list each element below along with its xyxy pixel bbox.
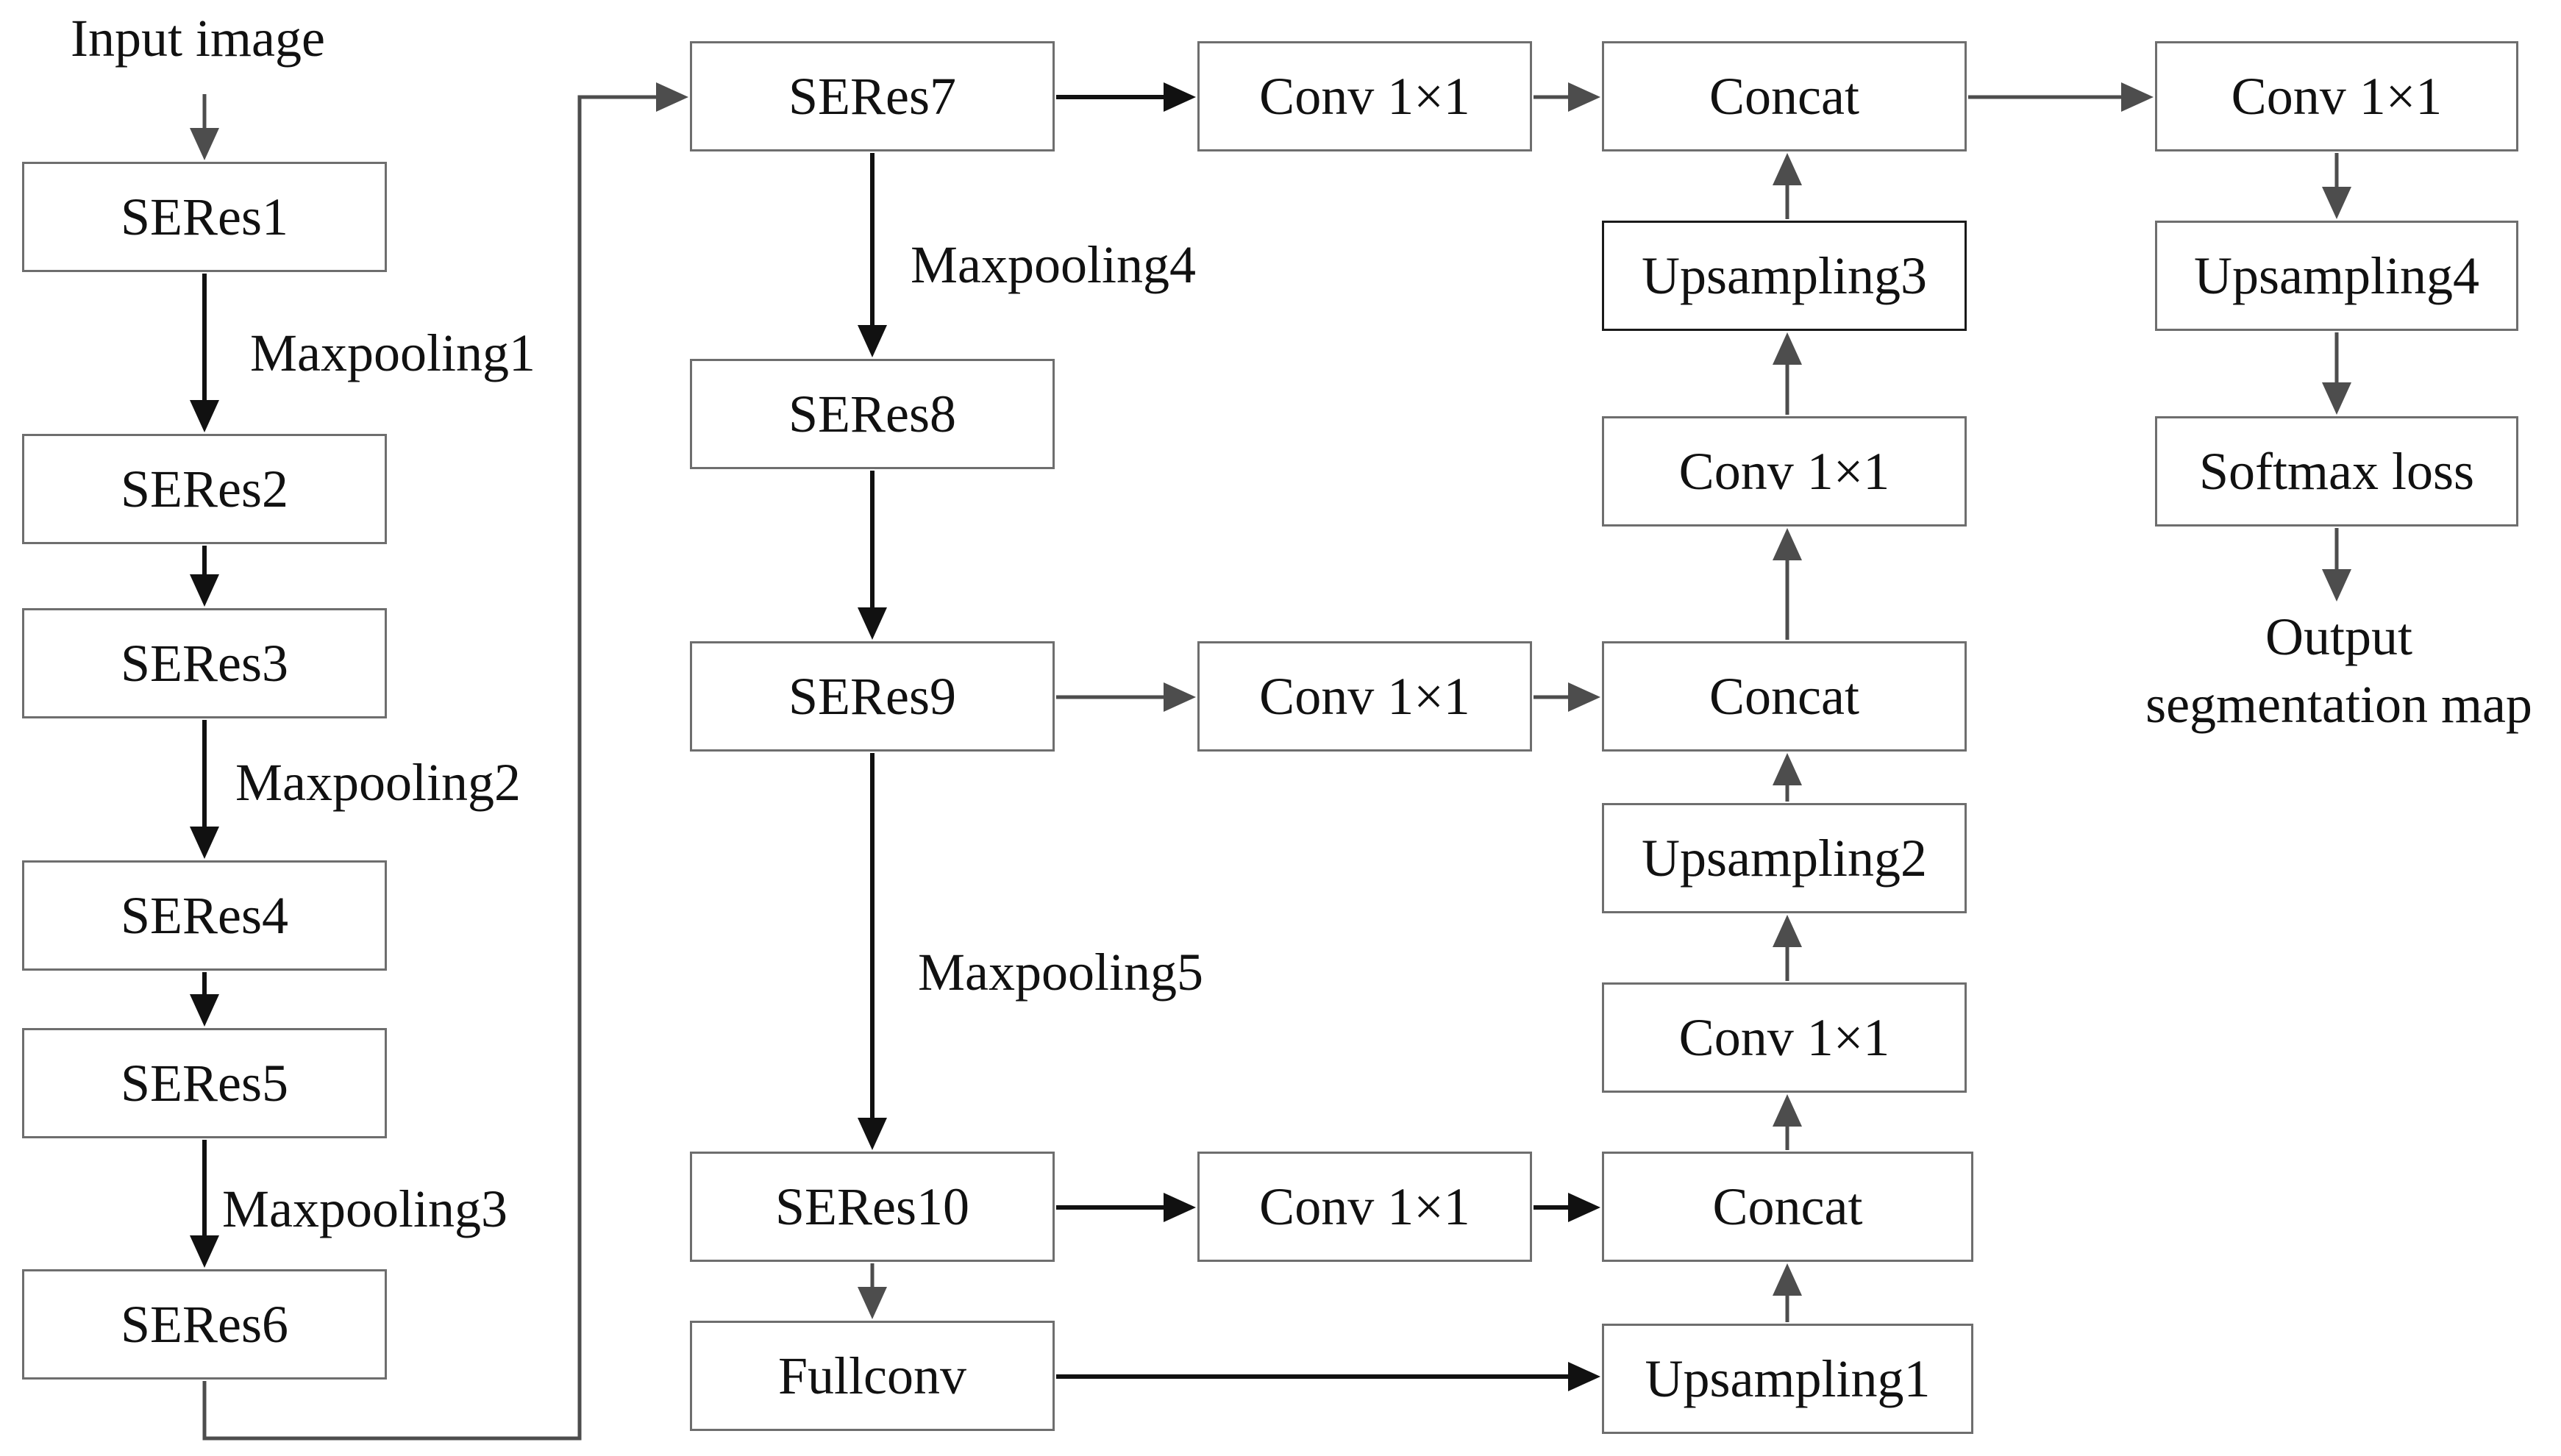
arrow-softmax-to-output	[2322, 528, 2351, 602]
seres10-block: SERes10	[690, 1152, 1055, 1262]
arrow-concat3-to-conv-up2	[1773, 1094, 1802, 1150]
seres8-block: SERes8	[690, 359, 1055, 469]
upsampling1-block: Upsampling1	[1602, 1324, 1973, 1434]
conv-1x1-block-a: Conv 1×1	[1197, 41, 1532, 151]
arrow-upsampling3-to-concat1	[1773, 153, 1802, 219]
output-label-line-2: segmentation map	[2145, 675, 2532, 734]
arrow-fullconv-to-upsampling1	[1056, 1362, 1600, 1391]
seres9-block: SERes9	[690, 641, 1055, 752]
conv-1x1-block-c: Conv 1×1	[1197, 1152, 1532, 1262]
arrow-seres10-to-fullconv	[858, 1263, 887, 1319]
concat-block-1: Concat	[1602, 41, 1967, 151]
softmax-loss-block: Softmax loss	[2155, 416, 2518, 527]
arrow-concat2-to-conv-up3	[1773, 528, 1802, 640]
upsampling4-block: Upsampling4	[2155, 221, 2518, 331]
conv-1x1-block-b: Conv 1×1	[1197, 641, 1532, 752]
arrow-seres7-to-seres8	[858, 153, 887, 357]
concat-block-3: Concat	[1602, 1152, 1973, 1262]
upsampling3-block: Upsampling3	[1602, 221, 1967, 331]
arrow-conv-b-to-concat2	[1534, 682, 1600, 712]
maxpooling1-label: Maxpooling1	[250, 324, 535, 382]
arrow-seres4-to-seres5	[190, 972, 219, 1027]
arrow-conv-c-to-concat3	[1534, 1193, 1600, 1222]
arrow-concat1-to-conv-final	[1968, 82, 2154, 112]
maxpooling5-label: Maxpooling5	[918, 943, 1203, 1002]
input-image-label: Input image	[71, 9, 325, 68]
seres1-block: SERes1	[22, 162, 387, 272]
arrow-seres1-to-seres2	[190, 274, 219, 432]
arrow-upsampling1-to-concat3	[1773, 1263, 1802, 1322]
arrow-conv-final-to-upsampling4	[2322, 153, 2351, 219]
arrow-seres9-to-conv-b	[1056, 682, 1196, 712]
output-label-line-1: Output	[2265, 607, 2412, 666]
arrow-seres3-to-seres4	[190, 720, 219, 859]
arrow-conv-up3-to-upsampling3	[1773, 332, 1802, 415]
arrow-upsampling2-to-concat2	[1773, 753, 1802, 802]
seres2-block: SERes2	[22, 434, 387, 544]
output-segmentation-map-label: Output segmentation map	[2145, 603, 2532, 738]
conv-1x1-block-up2: Conv 1×1	[1602, 982, 1967, 1093]
arrow-conv-up2-to-upsampling2	[1773, 915, 1802, 981]
fullconv-block: Fullconv	[690, 1321, 1055, 1431]
seres4-block: SERes4	[22, 860, 387, 971]
arrow-seres6-to-seres7	[202, 82, 688, 1441]
maxpooling4-label: Maxpooling4	[911, 235, 1196, 294]
seres6-block: SERes6	[22, 1269, 387, 1380]
arrow-seres5-to-seres6	[190, 1140, 219, 1268]
arrow-seres7-to-conv-a	[1056, 82, 1196, 112]
arrow-conv-a-to-concat1	[1534, 82, 1600, 112]
arrow-upsampling4-to-softmax	[2322, 332, 2351, 415]
arrow-seres9-to-seres10	[858, 753, 887, 1150]
maxpooling3-label: Maxpooling3	[222, 1180, 507, 1238]
seres5-block: SERes5	[22, 1028, 387, 1138]
arrow-input-to-seres1	[190, 94, 219, 160]
maxpooling2-label: Maxpooling2	[235, 753, 521, 812]
seres7-block: SERes7	[690, 41, 1055, 151]
conv-1x1-block-up3: Conv 1×1	[1602, 416, 1967, 527]
conv-1x1-final-block: Conv 1×1	[2155, 41, 2518, 151]
concat-block-2: Concat	[1602, 641, 1967, 752]
arrow-seres10-to-conv-c	[1056, 1193, 1196, 1222]
upsampling2-block: Upsampling2	[1602, 803, 1967, 913]
seres3-block: SERes3	[22, 608, 387, 718]
arrow-seres2-to-seres3	[190, 546, 219, 607]
arrow-seres8-to-seres9	[858, 471, 887, 640]
